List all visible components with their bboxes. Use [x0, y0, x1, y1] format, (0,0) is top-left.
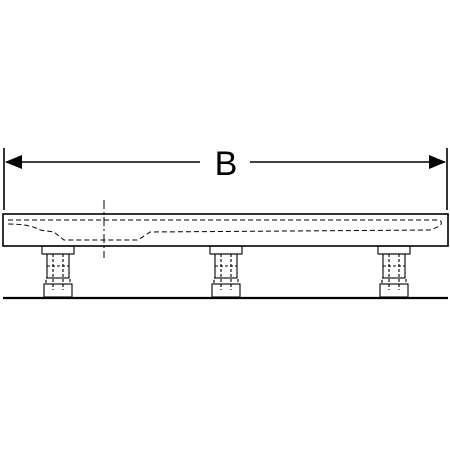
- foot-base-upper: [213, 277, 239, 285]
- arrowhead-left: [5, 155, 22, 169]
- foot-cap: [41, 245, 75, 255]
- width-dimension: [3, 148, 448, 210]
- foot-cap: [377, 245, 411, 255]
- foot-cap: [209, 245, 243, 255]
- support-foot: [377, 245, 411, 298]
- foot-base: [211, 283, 241, 298]
- arrowhead-right: [429, 155, 446, 169]
- support-foot: [209, 245, 243, 298]
- dimension-label: B: [215, 145, 238, 183]
- foot-base-upper: [381, 277, 407, 285]
- tray-body: [2, 200, 449, 258]
- foot-base: [43, 283, 73, 298]
- support-foot: [41, 245, 75, 298]
- support-feet: [41, 245, 411, 298]
- hidden-channel-contour: [7, 219, 442, 241]
- foot-base-upper: [45, 277, 71, 285]
- foot-base: [379, 283, 409, 298]
